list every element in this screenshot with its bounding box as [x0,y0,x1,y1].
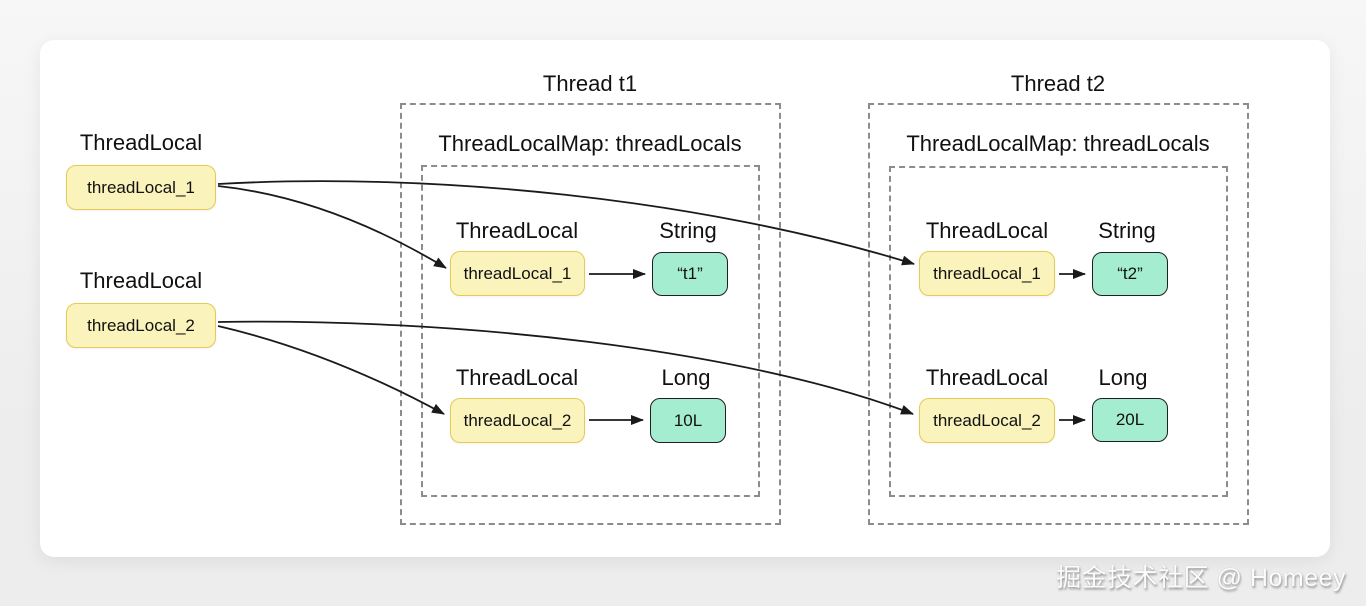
left-ref-1-box: threadLocal_1 [66,165,216,210]
t2-entry-2-key-box: threadLocal_2 [919,398,1055,443]
t2-entry-1-key-box: threadLocal_1 [919,251,1055,296]
t1-entry-2-value-box: 10L [650,398,726,443]
t2-entry-2-value-box: 20L [1092,398,1168,442]
t2-entry-2-key-label: ThreadLocal [925,365,1049,390]
t1-entry-1-value-box: “t1” [652,252,728,296]
left-ref-2-label: ThreadLocal [79,268,203,293]
t2-entry-2-type-label: Long [1098,365,1148,390]
diagram-card [40,40,1330,557]
t1-entry-1-key-label: ThreadLocal [455,218,579,243]
left-ref-2-box: threadLocal_2 [66,303,216,348]
left-ref-1-label: ThreadLocal [79,130,203,155]
thread-t1-title: Thread t1 [542,71,638,96]
t2-entry-1-type-label: String [1098,218,1156,243]
watermark-text: 掘金技术社区 @ Homeey [1056,564,1346,592]
thread-t1-map-label: ThreadLocalMap: threadLocals [438,131,742,156]
thread-t1-map-box [421,165,760,497]
t1-entry-2-key-box: threadLocal_2 [450,398,585,443]
t1-entry-1-key-box: threadLocal_1 [450,251,585,296]
thread-t2-map-label: ThreadLocalMap: threadLocals [906,131,1210,156]
t1-entry-1-type-label: String [659,218,717,243]
t2-entry-1-key-label: ThreadLocal [925,218,1049,243]
thread-t2-map-box [889,166,1228,497]
thread-t2-outer-box [868,103,1249,525]
thread-t1-outer-box [400,103,781,525]
thread-t2-title: Thread t2 [1010,71,1106,96]
t1-entry-2-key-label: ThreadLocal [455,365,579,390]
t2-entry-1-value-box: “t2” [1092,252,1168,296]
t1-entry-2-type-label: Long [661,365,711,390]
